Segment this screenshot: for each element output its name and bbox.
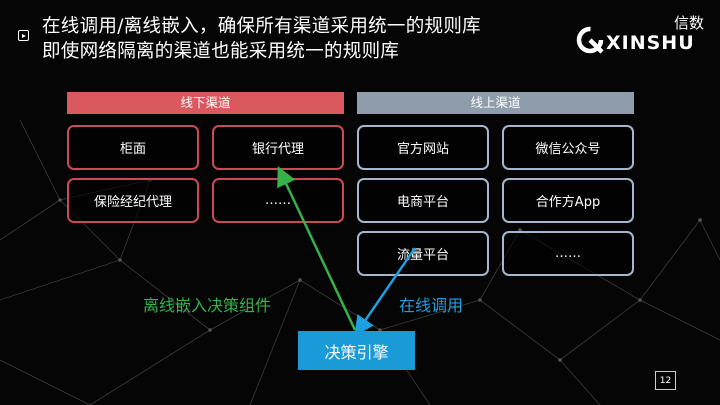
page-number: 12	[655, 371, 676, 390]
online-channel-more: ……	[502, 231, 634, 276]
title-line-2: 即使网络隔离的渠道也能采用统一的规则库	[42, 41, 400, 62]
offline-channel-insurance-broker: 保险经纪代理	[67, 178, 199, 223]
xinshu-logo: 信数 XINSHU	[576, 12, 706, 56]
offline-embed-arrow	[277, 165, 357, 331]
online-channels-header: 线上渠道	[357, 92, 634, 114]
title-line-1: 在线调用/离线嵌入，确保所有渠道采用统一的规则库	[42, 16, 481, 37]
online-channel-partner-app: 合作方App	[502, 178, 634, 223]
offline-channels-header: 线下渠道	[67, 92, 344, 114]
online-channel-official-website: 官方网站	[357, 125, 489, 170]
offline-channel-counter: 柜面	[67, 125, 199, 170]
logo-cn-text: 信数	[673, 14, 704, 32]
online-channel-ecommerce: 电商平台	[357, 178, 489, 223]
logo-mark-icon	[576, 26, 604, 54]
offline-embed-label: 离线嵌入决策组件	[143, 296, 272, 315]
logo-en-text: XINSHU	[606, 32, 695, 54]
online-channel-wechat-official: 微信公众号	[502, 125, 634, 170]
decision-engine-box: 决策引擎	[298, 331, 415, 370]
online-call-arrow	[354, 247, 417, 337]
page-title: 在线调用/离线嵌入，确保所有渠道采用统一的规则库 即使网络隔离的渠道也能采用统一…	[42, 14, 562, 64]
play-icon	[18, 30, 29, 41]
online-channel-traffic-platform: 流量平台	[357, 231, 489, 276]
online-call-label: 在线调用	[399, 296, 464, 315]
